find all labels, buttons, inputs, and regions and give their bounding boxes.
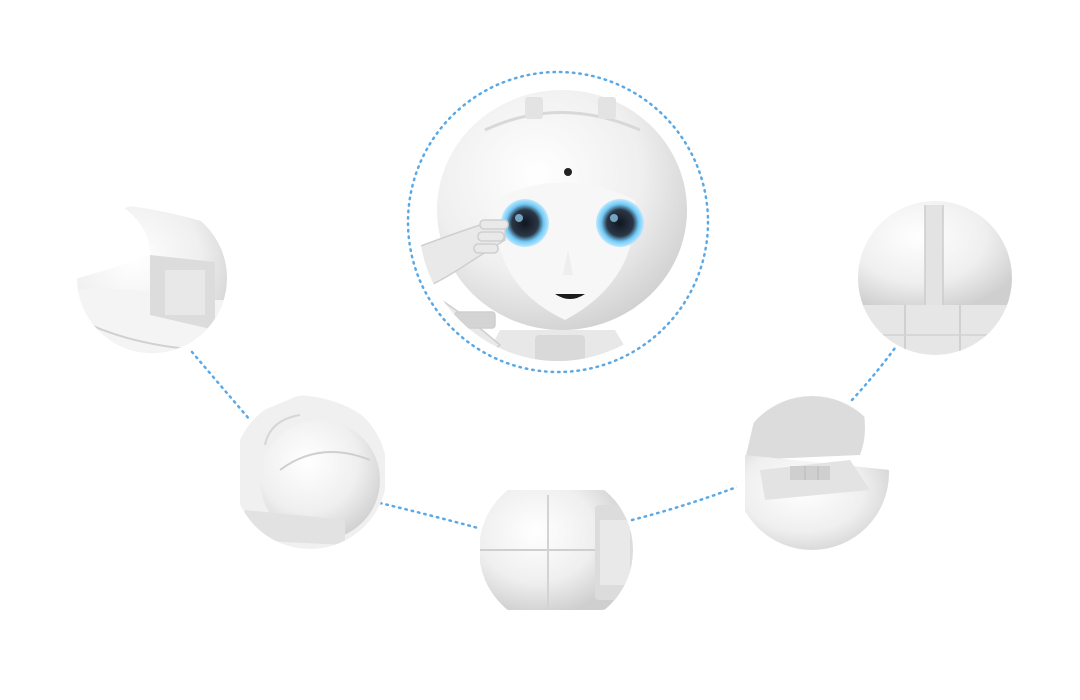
robot-elbow-icon xyxy=(233,395,387,549)
robot-head-icon xyxy=(419,83,697,361)
robot-hip-icon xyxy=(735,396,889,550)
connector-wrist-hip xyxy=(630,483,744,522)
left-eye xyxy=(501,199,549,247)
connector-hip-base xyxy=(850,346,897,402)
head-dotted-ring xyxy=(406,70,710,374)
connector-lines xyxy=(190,346,897,530)
right-eye xyxy=(596,199,644,247)
connector-shoulder-elbow xyxy=(190,350,252,422)
robot-shoulder-icon xyxy=(77,203,227,353)
connector-elbow-wrist xyxy=(378,501,480,530)
robot-wrist-icon xyxy=(479,473,633,627)
robot-base-icon xyxy=(858,201,1012,355)
